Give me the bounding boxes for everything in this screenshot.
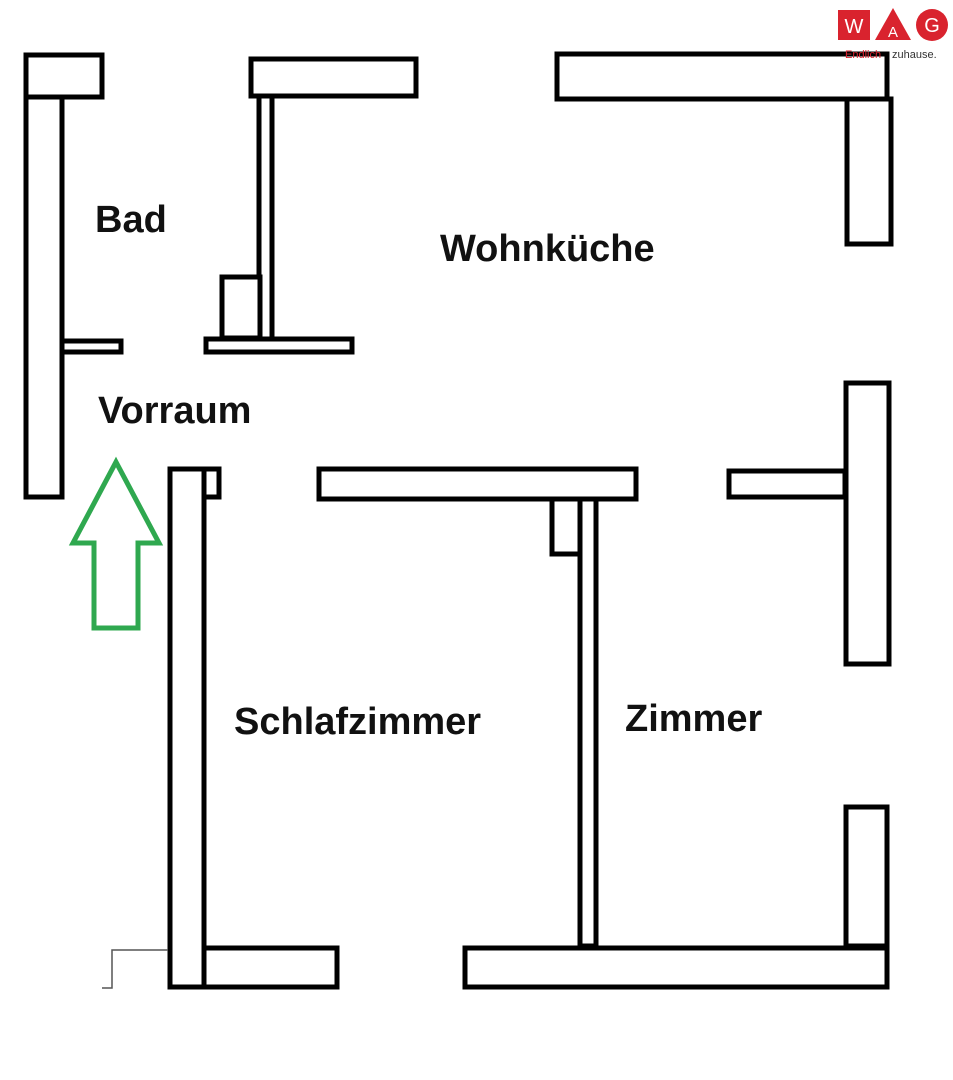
shaft-box-bath — [219, 274, 263, 341]
wall-top-right — [554, 51, 890, 102]
stair-mark — [102, 949, 168, 989]
logo-w-square — [838, 10, 870, 40]
walls — [23, 51, 894, 990]
logo-letter-g: G — [924, 15, 940, 37]
logo-tagline-zuhause: zuhause. — [892, 49, 937, 61]
room-label-vorraum: Vorraum — [98, 390, 251, 432]
wall-right-lower — [843, 804, 890, 949]
wall-left-outer — [23, 94, 65, 500]
room-label-zimmer: Zimmer — [625, 698, 762, 740]
wall-bottom-left — [201, 945, 340, 990]
wag-logo: W A G Endlich zuhause. — [838, 8, 948, 61]
room-labels: Bad Wohnküche Vorraum Schlafzimmer Zimme… — [95, 199, 762, 743]
logo-g-circle — [916, 9, 948, 41]
room-label-schlafzimmer: Schlafzimmer — [234, 701, 481, 743]
logo-letter-a: A — [888, 24, 898, 41]
wall-right-upper — [844, 96, 894, 247]
logo-tagline-endlich: Endlich — [845, 49, 881, 61]
wall-bath-stub — [59, 338, 124, 355]
shaft-box-middle — [549, 496, 584, 557]
logo-letter-w: W — [845, 16, 864, 38]
room-label-bad: Bad — [95, 199, 167, 241]
entrance-arrow-icon — [68, 456, 164, 631]
wall-right-stub — [726, 468, 848, 500]
logo-a-triangle — [875, 8, 911, 40]
wall-middle-horizontal — [316, 466, 639, 502]
wall-right-middle — [843, 380, 892, 667]
wall-bedroom-left — [167, 466, 207, 990]
wall-bedroom-left-cap — [201, 466, 222, 500]
wall-bath-bottom — [203, 336, 355, 355]
wall-bedroom-partition — [577, 496, 599, 949]
wall-top-left-cap — [23, 52, 105, 100]
wall-top-middle — [248, 56, 419, 99]
wall-bottom-right — [462, 945, 890, 990]
room-label-wohnkueche: Wohnküche — [440, 228, 655, 270]
